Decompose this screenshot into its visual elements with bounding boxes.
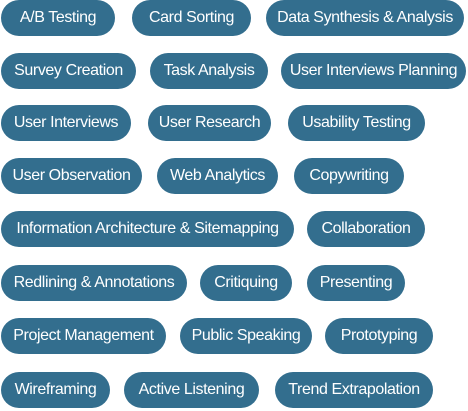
skill-tag: User Interviews — [1, 105, 131, 141]
skill-tag: Wireframing — [1, 372, 110, 408]
skill-tag: Information Architecture & Sitemapping — [1, 211, 294, 247]
skill-tag: Card Sorting — [132, 0, 251, 36]
skill-tag: Collaboration — [307, 211, 425, 247]
skill-tag: Usability Testing — [288, 105, 425, 141]
skill-tag: Prototyping — [325, 318, 433, 354]
skill-tag: Active Listening — [124, 372, 259, 408]
skill-tag: User Observation — [1, 158, 142, 194]
skill-tag: Web Analytics — [157, 158, 278, 194]
skill-tag: Redlining & Annotations — [1, 265, 187, 301]
skill-tag: Survey Creation — [1, 53, 136, 89]
skill-tag: Public Speaking — [180, 318, 312, 354]
skill-tag: User Research — [148, 105, 271, 141]
skill-tag: Copywriting — [294, 158, 404, 194]
skill-tag: A/B Testing — [1, 0, 115, 36]
skill-tag: Data Synthesis & Analysis — [266, 0, 464, 36]
skill-tag: User Interviews Planning — [281, 53, 466, 89]
skill-tag: Project Management — [1, 318, 166, 354]
skill-tag: Presenting — [307, 265, 405, 301]
skill-tag: Critiquing — [200, 265, 292, 301]
skill-tag: Trend Extrapolation — [275, 372, 433, 408]
skill-tag: Task Analysis — [150, 53, 268, 89]
